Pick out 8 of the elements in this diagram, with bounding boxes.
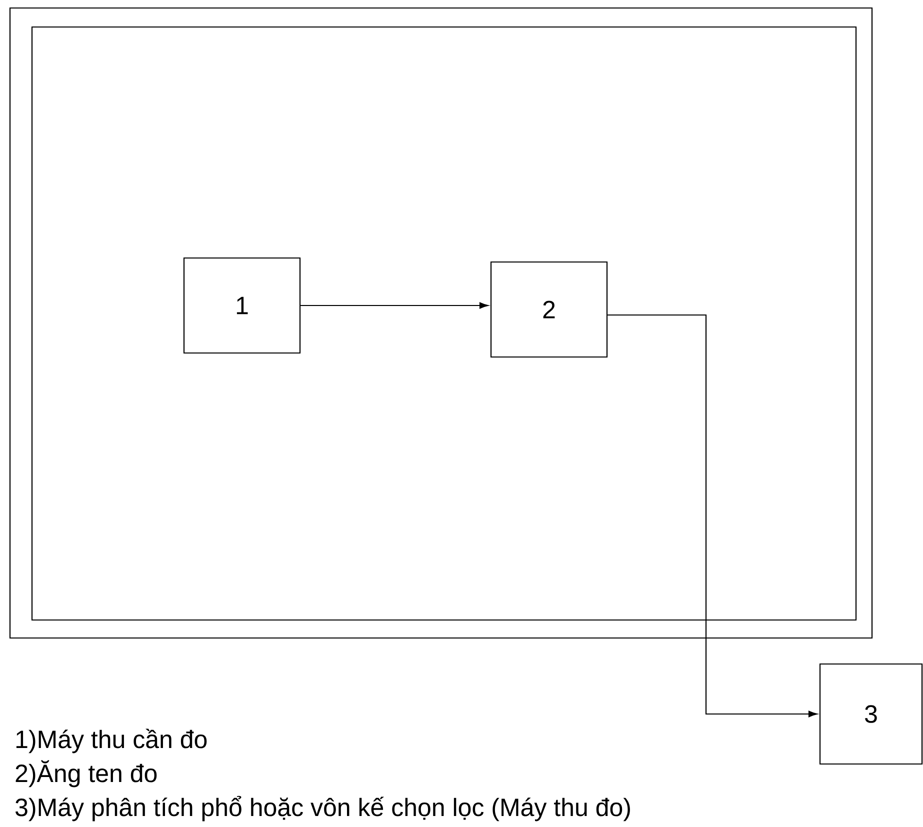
numbered-box: 2: [490, 261, 608, 358]
legend-note: 3)Máy phân tích phổ hoặc vôn kế chọn lọc (Máy thu đo): [16, 796, 630, 822]
legend-note: 1)Máy thu cần đo: [16, 728, 207, 754]
numbered-box: 3: [819, 663, 923, 765]
legend-note: 2)Ăng ten đo: [16, 760, 157, 788]
arrow: [300, 302, 488, 309]
numbered-box: 1: [183, 257, 301, 354]
arrow: [608, 314, 818, 718]
